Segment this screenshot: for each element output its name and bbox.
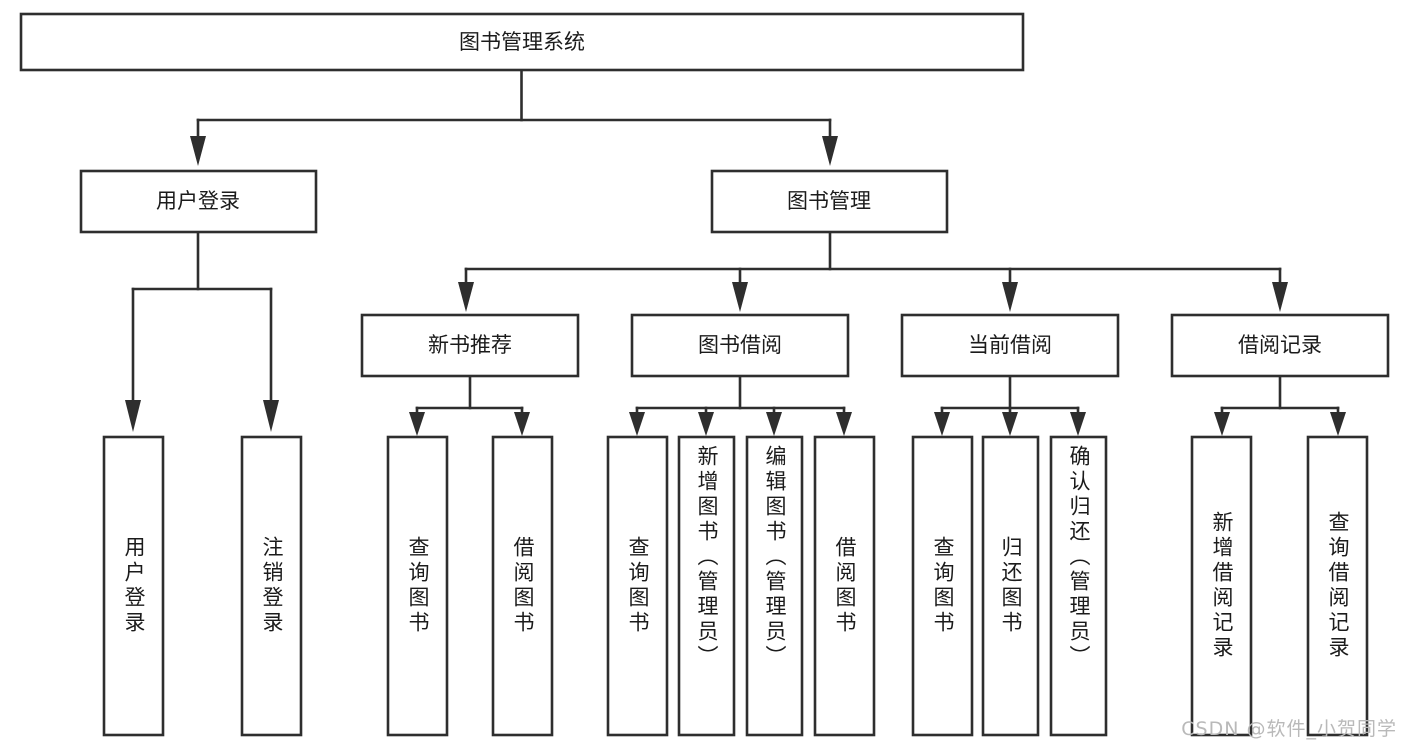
arrow-head-leaf-add-record xyxy=(1214,412,1230,436)
arrow-head-leaf-user-logout xyxy=(263,400,279,432)
node-current-borrow-box[interactable] xyxy=(900,313,1120,378)
leaf-boxes xyxy=(102,435,1369,737)
node-leaf-add-book-box[interactable] xyxy=(677,435,736,737)
node-book-borrow-label: 图书借阅 xyxy=(698,333,782,357)
node-root-box[interactable] xyxy=(19,12,1025,72)
node-root[interactable]: 图书管理系统 xyxy=(19,12,1025,72)
connector-group-root xyxy=(190,68,838,166)
arrow-head-current-borrow xyxy=(1002,282,1018,312)
arrow-head-leaf-confirm-return xyxy=(1070,412,1086,436)
arrow-head-leaf-query-book-1 xyxy=(409,412,425,436)
arrow-head-user-login xyxy=(190,136,206,166)
node-leaf-query-book-2-box[interactable] xyxy=(606,435,669,737)
arrow-head-new-book-recommend xyxy=(458,282,474,312)
node-book-manage-label: 图书管理 xyxy=(787,189,871,213)
node-leaf-add-record-box[interactable] xyxy=(1190,435,1253,737)
node-new-book-recommend-label: 新书推荐 xyxy=(428,333,512,357)
node-new-book-recommend[interactable]: 新书推荐 xyxy=(360,313,580,378)
node-current-borrow[interactable]: 当前借阅 xyxy=(900,313,1120,378)
arrow-head-leaf-borrow-book-1 xyxy=(514,412,530,436)
node-user-login-box[interactable] xyxy=(79,169,318,234)
arrow-head-leaf-query-book-3 xyxy=(934,412,950,436)
node-user-login-label: 用户登录 xyxy=(156,189,240,213)
arrow-head-leaf-query-book-2 xyxy=(629,412,645,436)
node-leaf-confirm-return-box[interactable] xyxy=(1049,435,1108,737)
node-leaf-user-login-box[interactable] xyxy=(102,435,165,737)
arrow-head-leaf-user-login xyxy=(125,400,141,432)
arrow-head-leaf-return-book xyxy=(1002,412,1018,436)
arrow-head-borrow-record xyxy=(1272,282,1288,312)
arrow-head-leaf-borrow-book-2 xyxy=(836,412,852,436)
node-new-book-recommend-box[interactable] xyxy=(360,313,580,378)
node-leaf-query-book-3-box[interactable] xyxy=(911,435,974,737)
node-leaf-return-book-box[interactable] xyxy=(981,435,1040,737)
connector-group-user-login xyxy=(125,230,279,432)
watermark-text: CSDN @软件_小贺同学 xyxy=(1181,718,1397,740)
node-borrow-record[interactable]: 借阅记录 xyxy=(1170,313,1390,378)
node-book-manage-box[interactable] xyxy=(710,169,949,234)
node-book-manage[interactable]: 图书管理 xyxy=(710,169,949,234)
node-leaf-user-logout-box[interactable] xyxy=(240,435,303,737)
node-leaf-borrow-book-1-box[interactable] xyxy=(491,435,554,737)
connector-group-new-book-recommend xyxy=(409,374,530,436)
node-book-borrow-box[interactable] xyxy=(630,313,850,378)
connector-group-current-borrow xyxy=(934,374,1086,436)
node-leaf-query-record-box[interactable] xyxy=(1306,435,1369,737)
node-leaf-query-book-1-box[interactable] xyxy=(386,435,449,737)
node-root-label: 图书管理系统 xyxy=(459,30,585,54)
arrow-head-leaf-query-record xyxy=(1330,412,1346,436)
node-leaf-borrow-book-2-box[interactable] xyxy=(813,435,876,737)
node-current-borrow-label: 当前借阅 xyxy=(968,333,1052,357)
connector-group-book-manage xyxy=(458,230,1288,312)
node-borrow-record-box[interactable] xyxy=(1170,313,1390,378)
arrow-head-book-borrow xyxy=(732,282,748,312)
connector-group-borrow-record xyxy=(1214,374,1346,436)
arrow-head-leaf-add-book xyxy=(698,412,714,436)
node-book-borrow[interactable]: 图书借阅 xyxy=(630,313,850,378)
connector-group-book-borrow xyxy=(629,374,852,436)
node-leaf-edit-book-box[interactable] xyxy=(745,435,804,737)
arrow-head-leaf-edit-book xyxy=(766,412,782,436)
arrow-head-book-manage xyxy=(822,136,838,166)
node-borrow-record-label: 借阅记录 xyxy=(1238,333,1322,357)
node-user-login[interactable]: 用户登录 xyxy=(79,169,318,234)
